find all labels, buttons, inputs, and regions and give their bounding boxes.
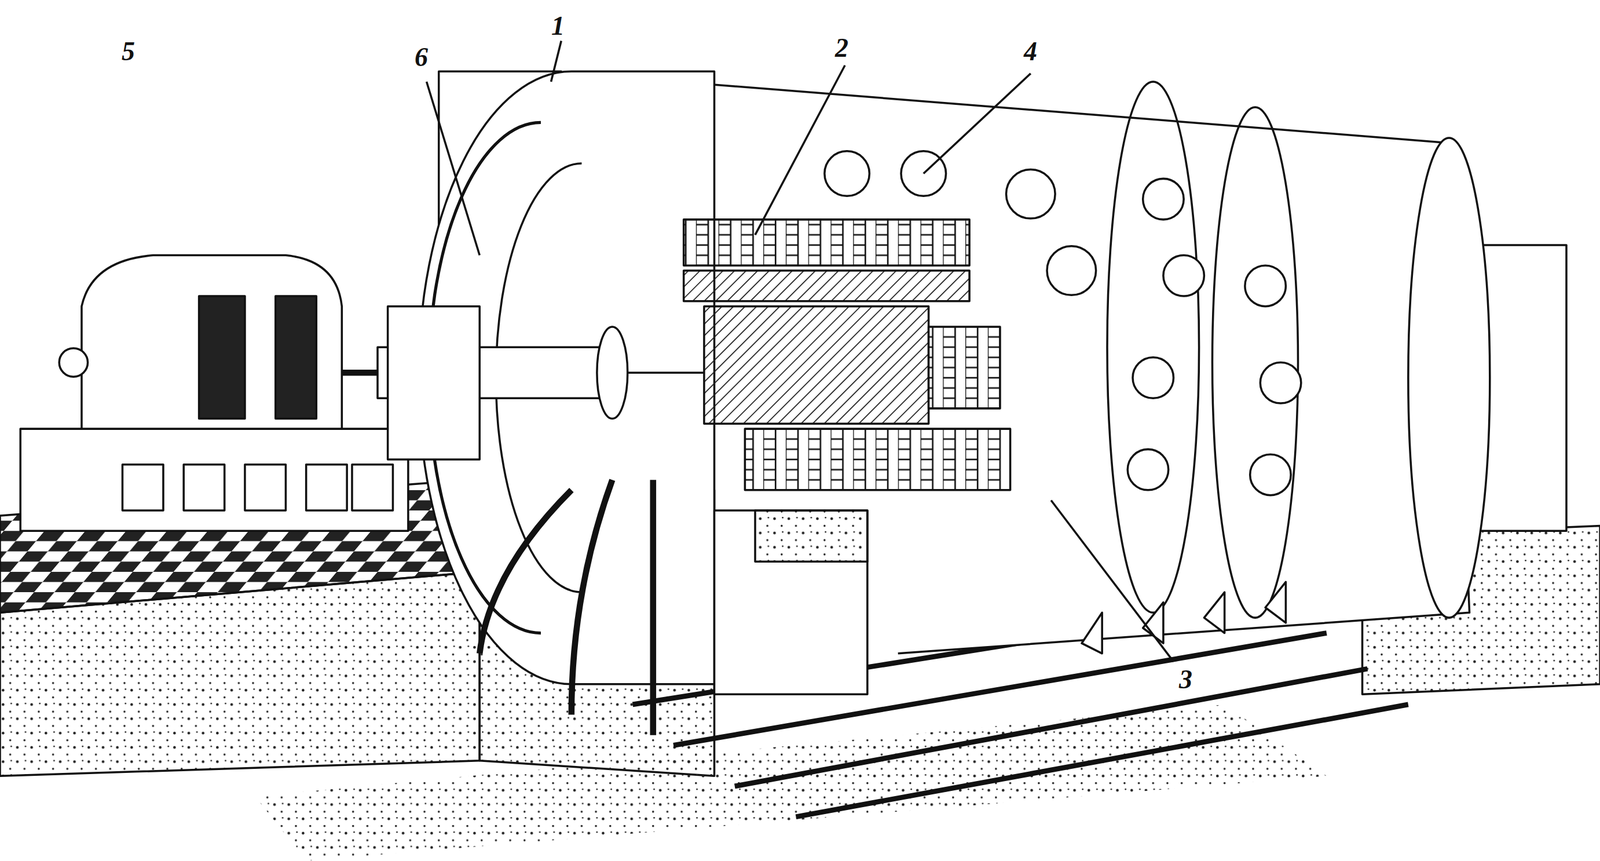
callout-number: 5 bbox=[118, 37, 139, 67]
callout-number: 4 bbox=[1020, 37, 1041, 67]
callout-number: 6 bbox=[411, 42, 432, 72]
callout-number: 3 bbox=[1175, 664, 1196, 694]
callout-number: 1 bbox=[547, 11, 569, 41]
callout-number: 2 bbox=[831, 33, 852, 63]
